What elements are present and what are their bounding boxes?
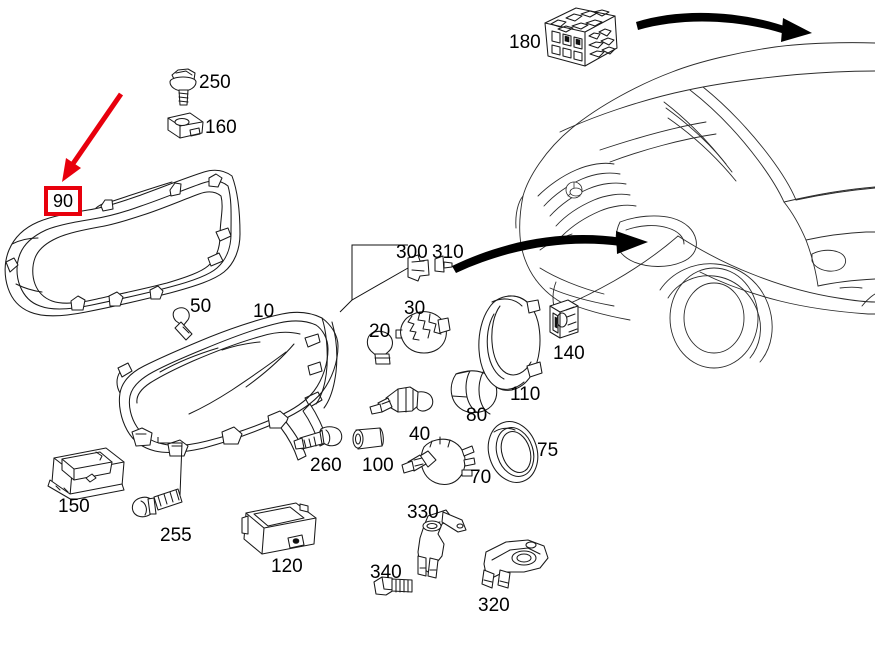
part-320-bracket: [481, 539, 549, 589]
part-330-bracket: [417, 509, 467, 579]
leader-300-to-housing: [339, 244, 409, 313]
car-illustration: [515, 42, 875, 369]
part-10-headlight-housing: [116, 311, 339, 461]
part-100-spacer: [352, 427, 384, 450]
part-180-connector-module: [544, 7, 618, 67]
part-140-igniter-connector: [549, 299, 579, 339]
part-40-xenon-bulb: [369, 386, 434, 415]
part-label-310: 310: [432, 242, 464, 263]
part-250-bolt: [169, 68, 197, 106]
red-highlight-arrow: [62, 92, 124, 182]
part-label-340: 340: [370, 562, 402, 583]
black-arrow-to-headlight: [452, 231, 648, 273]
part-160-clip-nut: [167, 112, 204, 139]
leader-255-to-housing: [157, 437, 183, 496]
part-label-320: 320: [478, 595, 510, 616]
part-label-100: 100: [362, 455, 394, 476]
part-110-retaining-ring: [478, 295, 543, 391]
part-label-250: 250: [199, 72, 231, 93]
part-80-cover-cap: [450, 370, 498, 415]
part-label-180: 180: [509, 32, 541, 53]
part-label-140: 140: [553, 343, 585, 364]
part-300-connector: [407, 254, 430, 282]
part-label-70: 70: [470, 467, 492, 488]
part-150-control-unit: [47, 447, 125, 501]
part-260-screw: [293, 426, 343, 450]
part-label-80: 80: [466, 405, 488, 426]
part-label-110: 110: [510, 384, 541, 405]
part-label-30: 30: [404, 298, 426, 319]
part-50-bulb: [172, 307, 193, 341]
black-arrow-to-cowl: [636, 12, 812, 42]
highlighted-callout-90: 90: [44, 186, 82, 216]
part-label-260: 260: [310, 455, 342, 476]
part-20-bulb: [366, 330, 393, 365]
part-label-20: 20: [369, 321, 391, 342]
part-255-screw: [131, 488, 183, 518]
part-label-75: 75: [537, 440, 559, 461]
part-label-40: 40: [409, 424, 431, 445]
part-90-trim-frame: [4, 169, 241, 317]
part-75-sealing-ring: [487, 421, 539, 483]
part-70-halogen-bulb: [401, 436, 476, 485]
part-label-10: 10: [253, 301, 275, 322]
part-340-bolt: [373, 576, 413, 596]
part-label-120: 120: [271, 556, 303, 577]
part-label-50: 50: [190, 296, 212, 317]
part-310-terminal: [434, 255, 453, 273]
part-label-150: 150: [58, 496, 90, 517]
part-120-ballast-module: [241, 502, 317, 555]
part-label-300: 300: [396, 242, 428, 263]
part-label-330: 330: [407, 502, 439, 523]
part-label-160: 160: [205, 117, 237, 138]
part-label-255: 255: [160, 525, 192, 546]
part-30-bulb-socket: [395, 311, 451, 354]
